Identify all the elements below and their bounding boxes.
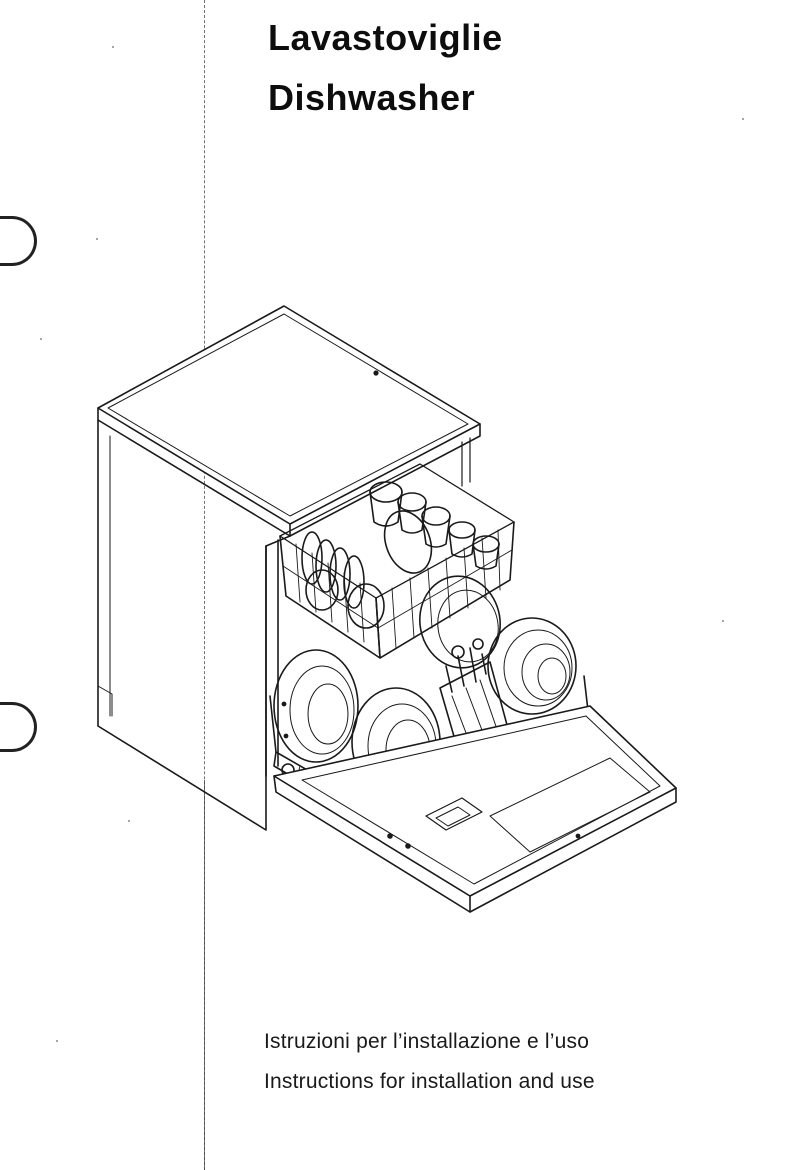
subtitle-english: Instructions for installation and use [264,1070,595,1093]
scan-speck [96,238,98,240]
subtitle-italian: Istruzioni per l’installazione e l’uso [264,1030,590,1053]
dishwasher-open-door-icon [97,305,677,913]
scan-speck [112,46,114,48]
title-block: Lavastoviglie Dishwasher [268,8,503,128]
punch-hole-top [0,216,37,266]
binding-margin-line [204,0,205,1170]
binding-margin-line-lower [204,780,205,1170]
title-italian: Lavastoviglie [268,17,503,58]
scan-speck [722,620,724,622]
punch-hole-bottom [0,702,37,752]
subtitle-block: Istruzioni per l’installazione e l’uso I… [264,1022,595,1102]
upper-basket [279,463,515,659]
scan-speck [742,118,744,120]
scan-speck [56,1040,58,1042]
open-door [273,705,677,913]
title-english: Dishwasher [268,77,476,118]
worktop [97,305,481,537]
scan-speck [40,338,42,340]
scan-speck [128,820,130,822]
